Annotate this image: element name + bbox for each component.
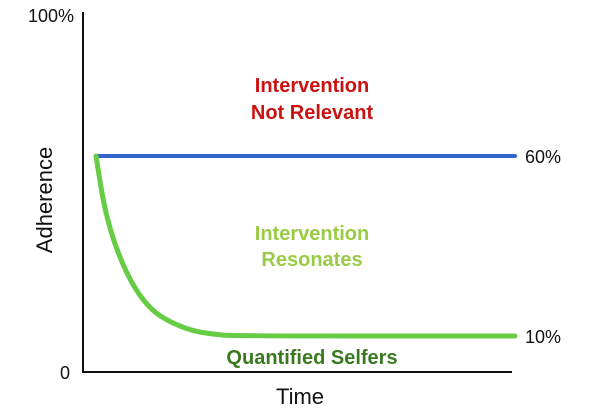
y-tick-top: 100%: [28, 6, 74, 26]
y-tick-bottom: 0: [60, 363, 70, 383]
series-end-label-10: 10%: [525, 327, 561, 347]
series-end-label-60: 60%: [525, 147, 561, 167]
annotation-not-relevant-line1: Intervention: [255, 75, 369, 97]
annotation-quantified-selfers: Quantified Selfers: [226, 347, 397, 369]
y-axis-title: Adherence: [32, 147, 57, 253]
x-axis-title: Time: [276, 384, 324, 409]
series-line-green: [93, 153, 518, 339]
annotation-not-relevant-line2: Not Relevant: [251, 102, 374, 124]
annotation-resonates-line2: Resonates: [261, 249, 362, 271]
annotation-resonates-line1: Intervention: [255, 223, 369, 245]
